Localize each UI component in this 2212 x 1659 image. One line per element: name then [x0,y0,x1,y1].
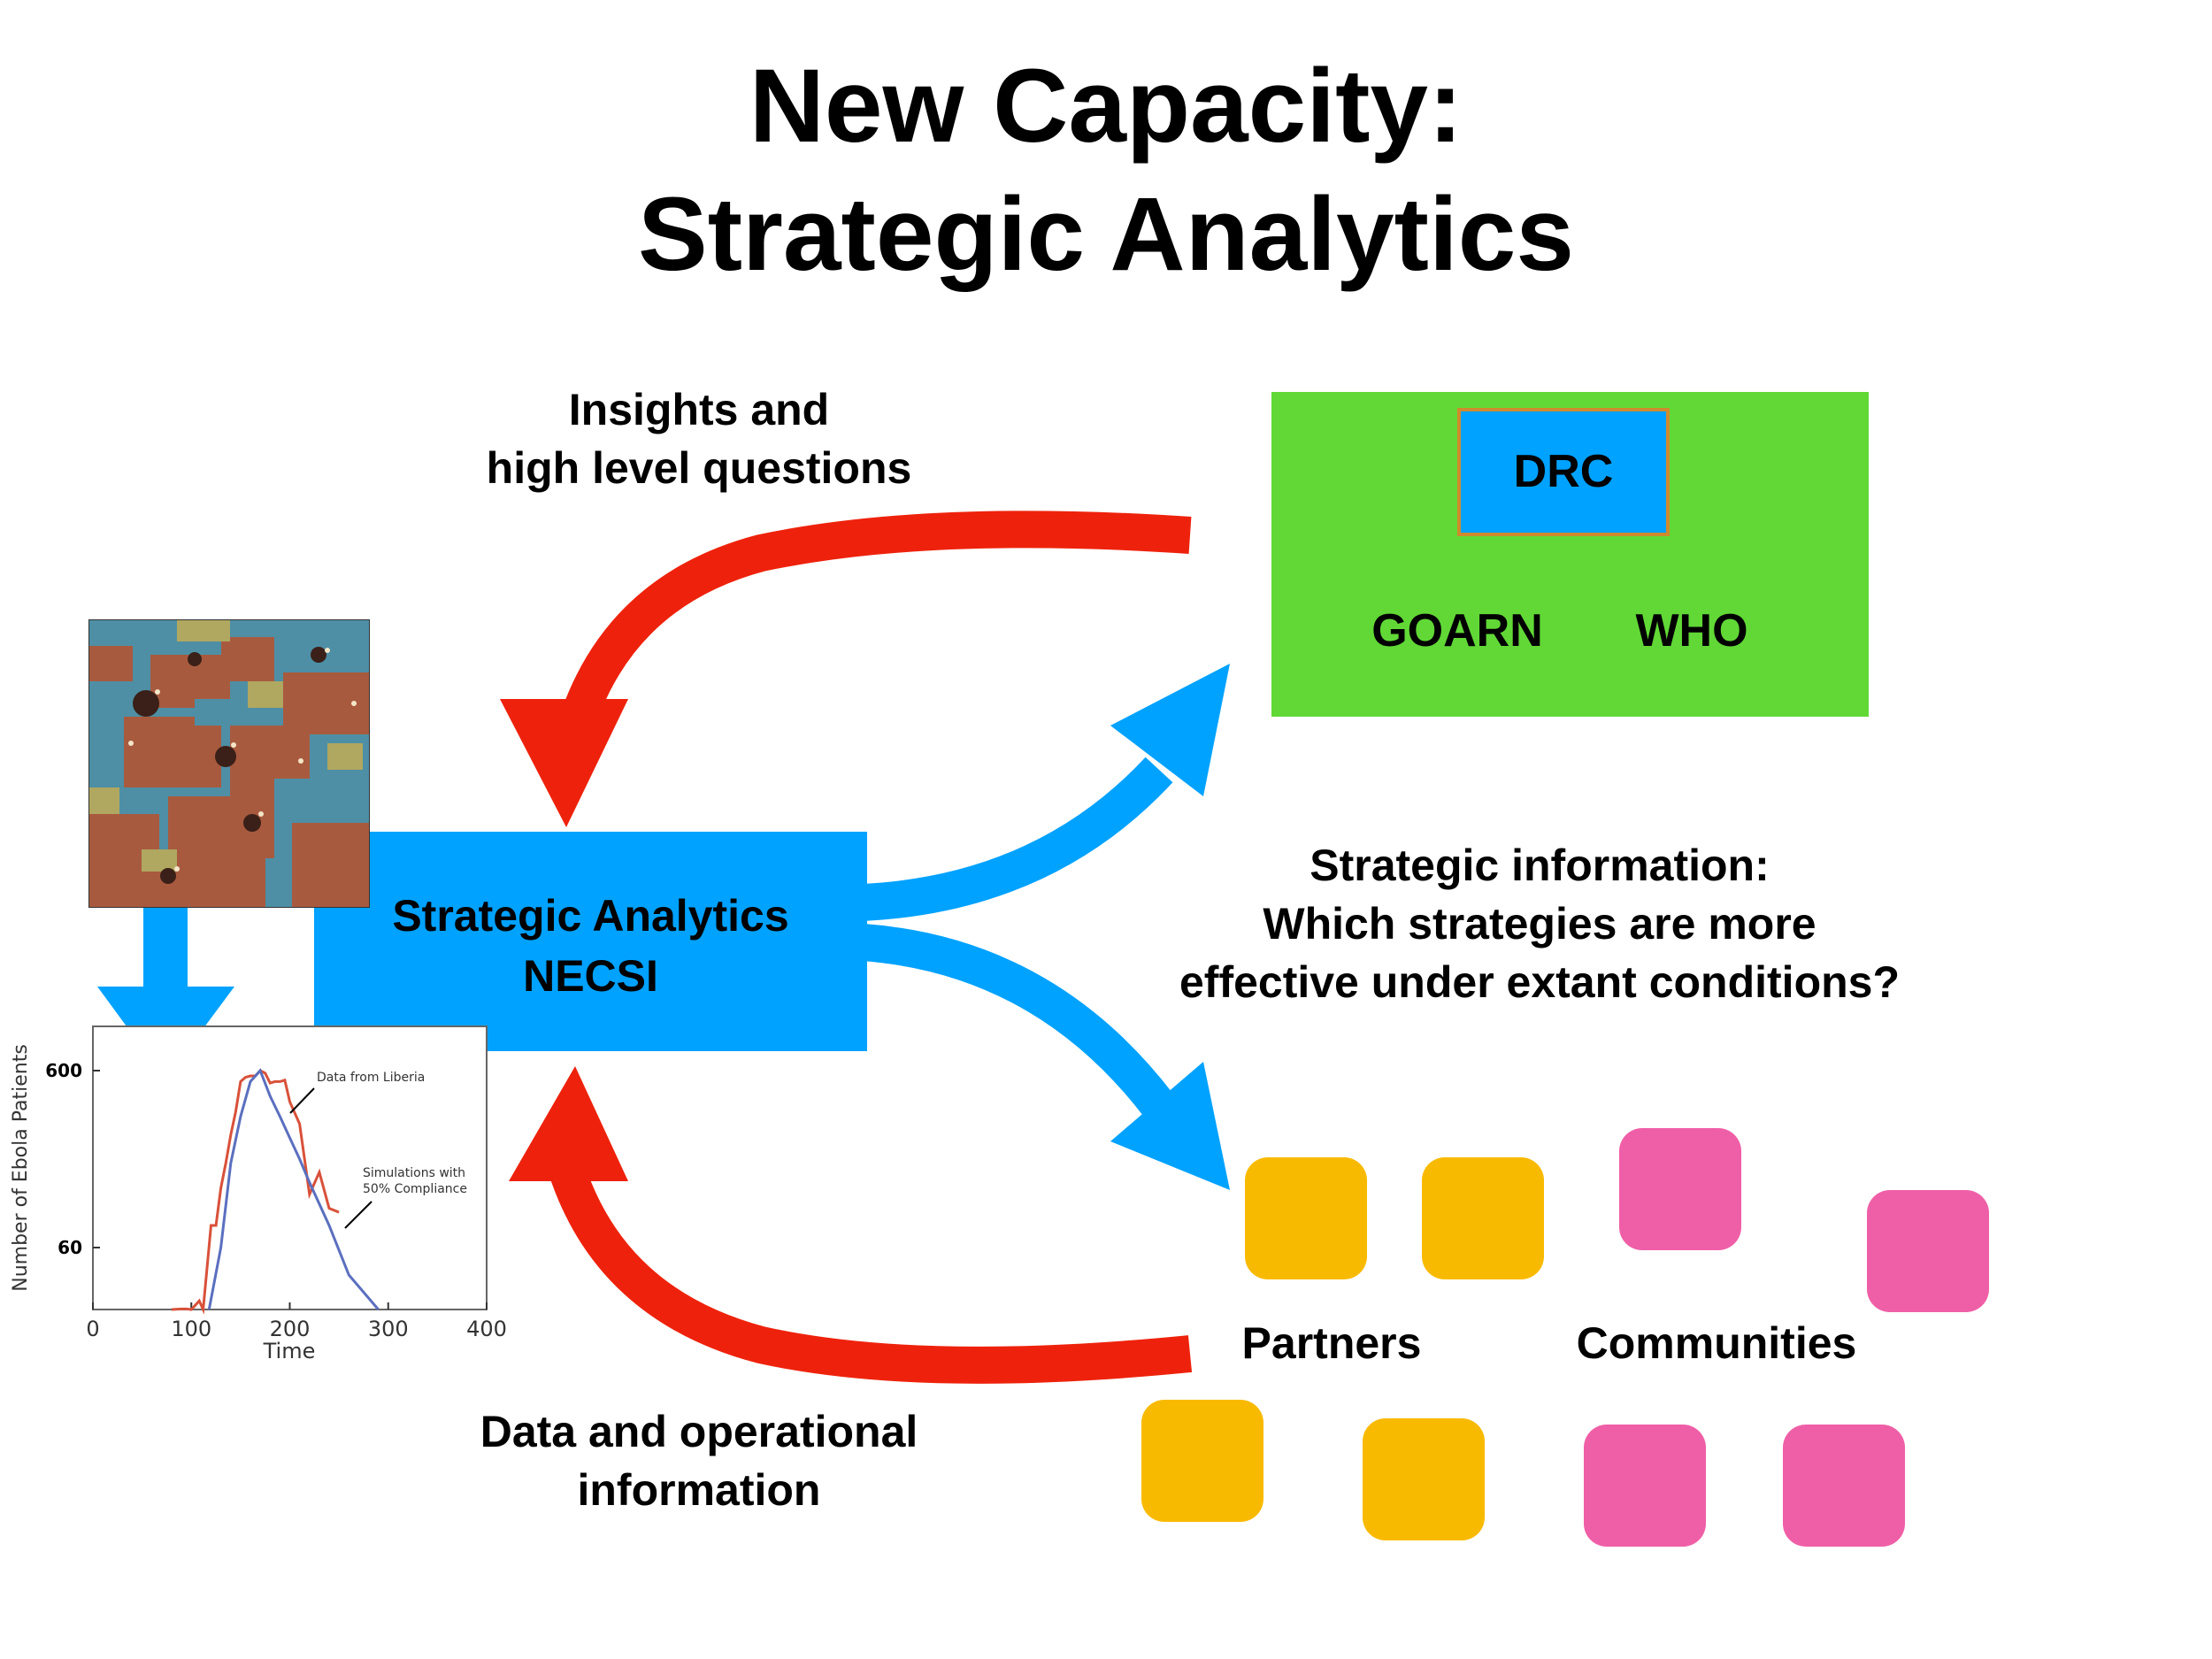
x-tick-label: 100 [171,1317,211,1341]
partner-tile [1141,1400,1263,1522]
strategic-info-line-3: effective under extant conditions? [1179,957,1900,1007]
goarn-label: GOARN [1371,605,1543,657]
chart-annotation-sim-2: 50% Compliance [363,1182,467,1196]
data-info-label: Data and operational information [416,1402,982,1519]
communities-label: Communities [1576,1318,1857,1368]
community-tile [1619,1128,1741,1250]
chart-annotation-pointer-2 [344,1201,373,1229]
data-info-line-2: information [577,1465,821,1515]
data-info-line-1: Data and operational [480,1407,918,1456]
who-label: WHO [1635,605,1748,657]
title-line-1: New Capacity: [749,48,1463,165]
red-arrow-top [552,511,1192,749]
chart-annotation-pointer-1 [289,1087,315,1114]
insights-line-2: high level questions [486,443,912,493]
red-arrowhead-top [500,699,628,827]
chart-annotation-data: Data from Liberia [317,1071,425,1085]
x-tick-label: 200 [270,1317,311,1341]
drc-box: DRC [1457,408,1670,536]
blue-arrow-down [861,924,1174,1118]
center-box-line-2: NECSI [523,951,658,1001]
community-tile [1584,1425,1706,1547]
chart-x-axis-label: Time [263,1339,316,1363]
red-arrow-bottom [549,1162,1193,1384]
center-box-line-1: Strategic Analytics [392,891,789,941]
y-tick-label: 600 [45,1060,82,1081]
simulation-series-line [207,1068,380,1310]
strategic-analytics-box: Strategic Analytics NECSI [314,832,867,1051]
community-tile [1867,1190,1989,1312]
blue-arrow-up [861,757,1173,921]
chart-y-axis-label: Number of Ebola Patients [10,1044,32,1292]
title-line-2: Strategic Analytics [637,176,1575,293]
chart-plot-area [92,1025,488,1310]
simulation-map-image [88,619,370,908]
strategic-info-line-1: Strategic information: [1310,841,1770,890]
y-tick-label: 60 [58,1237,82,1258]
x-tick-label: 0 [86,1317,99,1341]
x-tick-label: 400 [466,1317,507,1341]
chart-annotation-sim-1: Simulations with [363,1166,465,1180]
blue-arrowhead-down [1110,1062,1230,1190]
blue-arrowhead-up [1110,664,1230,796]
community-tile [1783,1425,1905,1547]
red-arrowhead-bottom [509,1066,628,1181]
strategic-info-line-2: Which strategies are more [1263,899,1816,949]
ebola-chart: 0 100 200 300 400 60 600 Number of Ebola Patie… [10,1025,507,1363]
insights-line-1: Insights and [568,385,830,434]
partner-tile [1422,1157,1544,1279]
partner-tile [1245,1157,1367,1279]
partners-label: Partners [1241,1318,1422,1368]
partner-tile [1363,1418,1485,1540]
data-series-line [171,1069,340,1315]
strategic-info-label: Strategic information: Which strategies … [1106,836,1973,1011]
x-tick-label: 300 [368,1317,409,1341]
insights-label: Insights and high level questions [416,380,982,497]
org-box: DRC GOARN WHO [1271,392,1869,717]
